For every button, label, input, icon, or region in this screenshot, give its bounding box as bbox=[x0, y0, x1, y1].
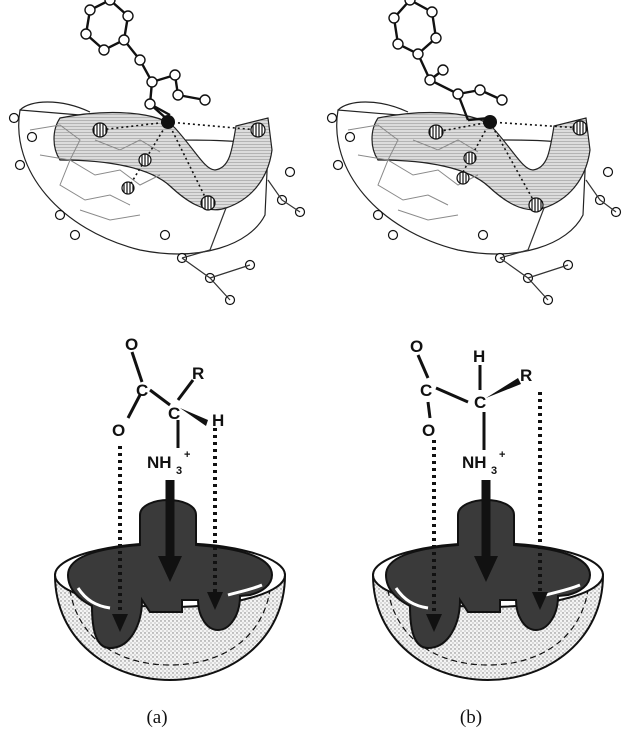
schematic-binding-site-b: O C C R H O NH 3 + bbox=[373, 337, 603, 680]
atom-hydrogen-a: H bbox=[212, 411, 224, 430]
schematic-binding-site-a: O C C R H O NH 3 + bbox=[55, 335, 285, 680]
atom-hydroxyl-o-a: O bbox=[112, 421, 125, 440]
atom-amine-sup-b: + bbox=[499, 449, 505, 461]
molecular-model-a bbox=[10, 0, 305, 305]
atom-alpha-c-a: C bbox=[168, 404, 180, 423]
atom-r-group-a: R bbox=[192, 364, 204, 383]
atom-amine-sub-b: 3 bbox=[491, 465, 497, 477]
atom-carboxyl-c-a: C bbox=[136, 381, 148, 400]
atom-amine-b: NH bbox=[462, 453, 487, 472]
panel-label-a: (a) bbox=[127, 707, 187, 729]
atom-hydroxyl-o-b: O bbox=[422, 421, 435, 440]
molecular-model-b bbox=[328, 0, 621, 305]
panel-label-b: (b) bbox=[441, 707, 501, 729]
atom-carbonyl-o-a: O bbox=[125, 335, 138, 354]
atom-alpha-c-b: C bbox=[474, 393, 486, 412]
atom-carboxyl-c-b: C bbox=[420, 381, 432, 400]
atom-hydrogen-b: H bbox=[473, 347, 485, 366]
atom-amine-a: NH bbox=[147, 453, 172, 472]
atom-amine-sub-a: 3 bbox=[176, 465, 182, 477]
atom-carbonyl-o-b: O bbox=[410, 337, 423, 356]
atom-amine-sup-a: + bbox=[184, 449, 190, 461]
atom-r-group-b: R bbox=[520, 366, 532, 385]
